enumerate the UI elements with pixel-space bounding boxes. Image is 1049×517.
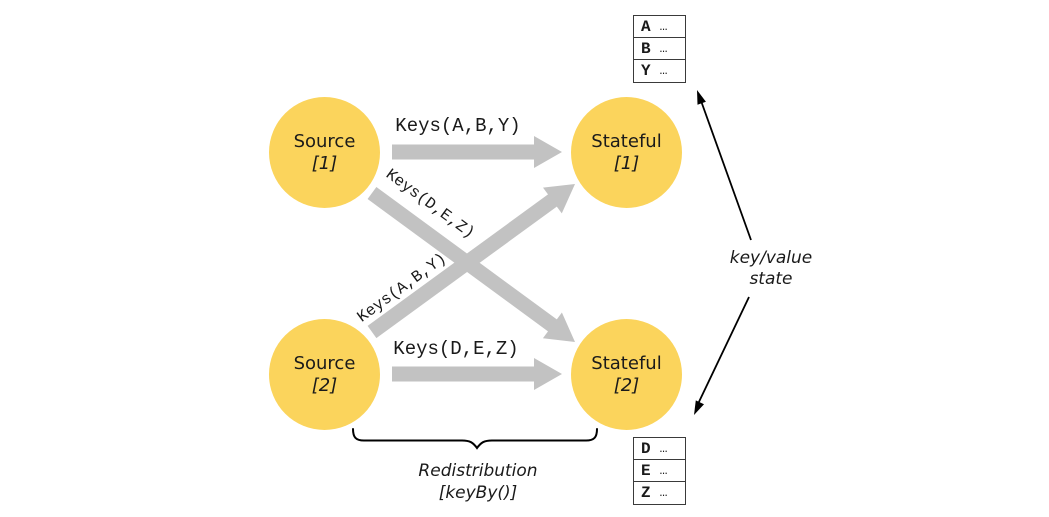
state-table-row: D …: [633, 437, 686, 461]
edge-label-source1-stateful1: Keys(A,B,Y): [395, 115, 521, 137]
redistribution-line2: [keyBy()]: [438, 483, 518, 503]
redistribution-annotation: Redistribution [keyBy()]: [418, 460, 537, 504]
state-link-top-line: [699, 97, 752, 241]
state-key: B: [641, 39, 651, 58]
node-stateful-2-label: Stateful: [591, 352, 662, 374]
state-key: Y: [641, 61, 651, 80]
state-link-bottom-arrowhead-icon: [694, 400, 704, 415]
redistribution-line1: Redistribution: [418, 461, 538, 481]
state-table-bottom: D … E … Z …: [633, 437, 686, 505]
node-stateful-1-index: [1]: [613, 152, 640, 174]
state-value: …: [659, 41, 668, 57]
state-table-row: A …: [633, 15, 686, 39]
state-value: …: [659, 63, 668, 79]
state-table-row: Z …: [633, 481, 686, 505]
arrow-source2-stateful1: [367, 184, 575, 339]
state-value: …: [659, 19, 668, 35]
state-key: Z: [641, 483, 651, 502]
node-stateful-1-label: Stateful: [591, 130, 662, 152]
node-source-2-label: Source: [293, 352, 356, 374]
state-key: E: [641, 461, 651, 480]
state-key: A: [641, 17, 651, 36]
state-link-top-arrowhead-icon: [697, 90, 706, 105]
state-key: D: [641, 439, 651, 458]
key-value-state-line2: state: [749, 269, 793, 289]
state-table-row: E …: [633, 459, 686, 483]
state-value: …: [659, 485, 668, 501]
state-table-top: A … B … Y …: [633, 15, 686, 83]
state-table-row: B …: [633, 37, 686, 61]
node-stateful-1: Stateful [1]: [571, 97, 682, 208]
node-stateful-2: Stateful [2]: [571, 319, 682, 430]
node-source-1: Source [1]: [269, 97, 380, 208]
arrow-source1-stateful1: [392, 136, 562, 168]
state-table-row: Y …: [633, 59, 686, 83]
key-value-state-line1: key/value: [729, 248, 813, 268]
redistribution-brace: [352, 428, 598, 450]
node-source-2-index: [2]: [311, 374, 338, 396]
edge-label-source2-stateful2: Keys(D,E,Z): [393, 338, 519, 360]
node-source-1-index: [1]: [311, 152, 338, 174]
node-source-2: Source [2]: [269, 319, 380, 430]
state-value: …: [659, 463, 668, 479]
key-value-state-annotation: key/value state: [730, 248, 813, 290]
state-value: …: [659, 441, 668, 457]
arrow-source2-stateful2: [392, 358, 562, 390]
state-link-bottom-line: [696, 296, 750, 407]
node-stateful-2-index: [2]: [613, 374, 640, 396]
node-source-1-label: Source: [293, 130, 356, 152]
